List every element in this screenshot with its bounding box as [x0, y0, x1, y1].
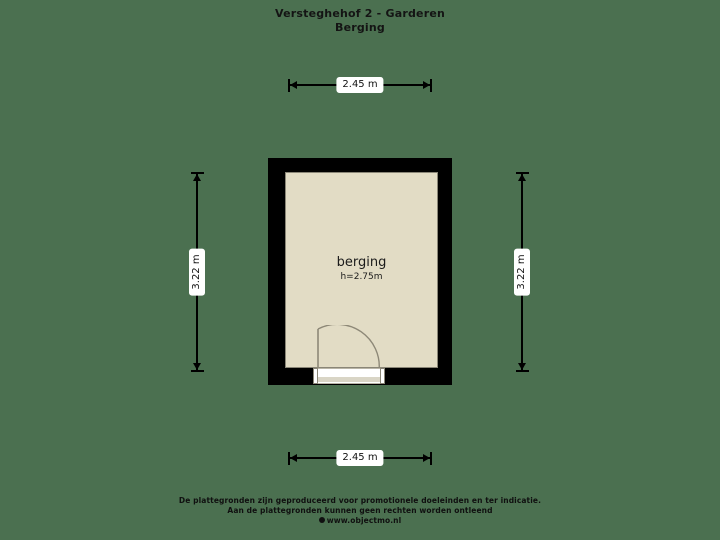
globe-icon [318, 517, 325, 523]
dimension-right: 3.22 m [513, 172, 531, 372]
arrow-down-icon [518, 363, 526, 370]
arrow-up-icon [193, 174, 201, 181]
dimension-tick-start [288, 451, 290, 465]
dimension-left: 3.22 m [188, 172, 206, 372]
dimension-bottom-label: 2.45 m [336, 450, 384, 466]
room-label: berging h=2.75m [286, 255, 437, 284]
arrow-right-icon [423, 454, 430, 462]
footer: De plattegronden zijn geproduceerd voor … [0, 496, 720, 526]
dimension-right-label: 3.22 m [514, 248, 530, 296]
door-jamb-left [313, 368, 318, 384]
page-title: Versteghehof 2 - Garderen [274, 7, 446, 20]
dimension-tick-end [190, 370, 204, 372]
footer-disclaimer-line2: Aan de plattegronden kunnen geen rechten… [227, 506, 493, 515]
dimension-bottom: 2.45 m [288, 449, 432, 467]
door-jamb-right [380, 368, 385, 384]
dimension-tick-end [430, 78, 432, 92]
footer-website[interactable]: www.objectmo.nl [0, 516, 720, 526]
arrow-right-icon [423, 81, 430, 89]
arrow-up-icon [518, 174, 526, 181]
dimension-top-label: 2.45 m [336, 77, 384, 93]
arrow-left-icon [290, 81, 297, 89]
dimension-tick-start [515, 172, 529, 174]
footer-website-label: www.objectmo.nl [326, 516, 402, 525]
room-height: h=2.75m [340, 272, 383, 282]
arrow-down-icon [193, 363, 201, 370]
dimension-top: 2.45 m [288, 76, 432, 94]
page-subtitle: Berging [334, 21, 386, 34]
door-swing-icon [317, 325, 380, 372]
footer-disclaimer-line1: De plattegronden zijn geproduceerd voor … [178, 496, 542, 505]
title-block: Versteghehof 2 - Garderen Berging [0, 7, 720, 35]
dimension-tick-start [190, 172, 204, 174]
door [313, 325, 385, 387]
door-threshold [313, 368, 385, 384]
room-name: berging [336, 255, 387, 270]
dimension-tick-end [515, 370, 529, 372]
arrow-left-icon [290, 454, 297, 462]
dimension-tick-start [288, 78, 290, 92]
dimension-tick-end [430, 451, 432, 465]
dimension-left-label: 3.22 m [189, 248, 205, 296]
